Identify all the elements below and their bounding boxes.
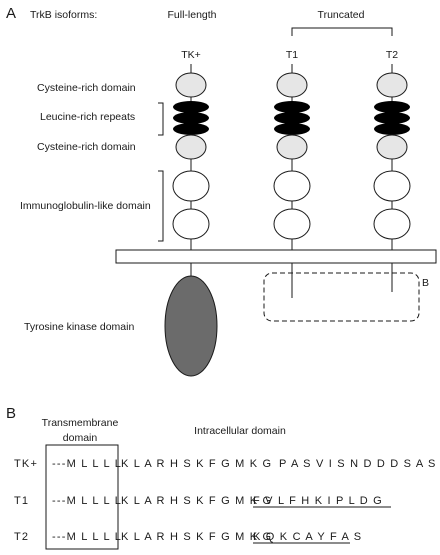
t2-lrr-1 [374,101,410,113]
seq-row-name: TK+ [14,458,38,470]
t1-cysteine-rich-1 [276,72,308,98]
t2-cysteine-rich-1 [376,72,408,98]
t1-lrr-3 [274,123,310,135]
lrr-bracket [158,102,164,136]
seq-tm: ---M L L L L [52,458,122,470]
seq-unique: K Q K C A Y F A S [253,531,362,543]
isoform-t1 [273,64,311,298]
transmembrane-box [45,444,119,550]
tkplus-ig-1 [172,170,210,202]
isoform-label-tkplus: TK+ [181,49,201,61]
sequence-row-t1: T1 ---M L L L L K L A R H S K F G M K G … [14,495,391,508]
t1-cysteine-rich-2 [276,134,308,160]
panel-a-letter: A [6,5,16,22]
domain-label-cysteine-rich-2: Cysteine-rich domain [37,141,136,153]
t1-ig-1 [273,170,311,202]
seq-common: K L A R H S K F G M K G [121,495,272,507]
transmembrane-label-line1: Transmembrane [42,417,119,429]
ig-bracket [158,170,164,242]
truncated-intracellular-callout [263,272,420,322]
seq-common: K L A R H S K F G M K G [121,531,272,543]
t1-ig-2 [273,208,311,240]
sequence-row-tkplus: TK+ ---M L L L L K L A R H S K F G M K G… [14,458,440,470]
seq-common: K L A R H S K F G M K G [121,458,272,470]
truncated-label: Truncated [318,9,365,21]
tkplus-cysteine-rich-2 [175,134,207,160]
t2-ig-1 [373,170,411,202]
domain-label-leucine-rich: Leucine-rich repeats [40,111,135,123]
t2-lrr-2 [374,112,410,124]
seq-row-name: T2 [14,531,29,543]
t1-lrr-1 [274,101,310,113]
transmembrane-label-line2: domain [63,432,98,444]
domain-label-tyrosine-kinase: Tyrosine kinase domain [24,321,134,333]
t1-lrr-2 [274,112,310,124]
intracellular-label: Intracellular domain [194,425,286,437]
isoform-label-t2: T2 [386,49,398,61]
t2-ig-2 [373,208,411,240]
seq-unique: F V L F H K I P L D G [253,495,383,507]
isoforms-label: TrkB isoforms: [30,9,97,21]
domain-label-immunoglobulin: Immunoglobulin-like domain [20,200,151,212]
sequence-row-t2: T2 ---M L L L L K L A R H S K F G M K G … [14,531,362,544]
cell-membrane [115,249,437,264]
domain-label-cysteine-rich-1: Cysteine-rich domain [37,82,136,94]
callout-letter: B [422,277,429,289]
isoform-tkplus [164,64,218,377]
t2-lrr-3 [374,123,410,135]
tkplus-cysteine-rich-1 [175,72,207,98]
isoform-label-t1: T1 [286,49,298,61]
panel-b-letter: B [6,405,16,422]
isoform-t2 [373,64,411,292]
seq-tm: ---M L L L L [52,495,122,507]
seq-row-name: T1 [14,495,29,507]
tkplus-lrr-1 [173,101,209,113]
full-length-label: Full-length [167,9,216,21]
truncated-bracket [291,27,393,36]
seq-tm: ---M L L L L [52,531,122,543]
tkplus-lrr-2 [173,112,209,124]
t2-cysteine-rich-2 [376,134,408,160]
seq-unique: P A S V I S N D D D S A S P---- [279,458,440,470]
tkplus-tyrosine-kinase [164,275,218,377]
tkplus-lrr-3 [173,123,209,135]
tkplus-ig-2 [172,208,210,240]
